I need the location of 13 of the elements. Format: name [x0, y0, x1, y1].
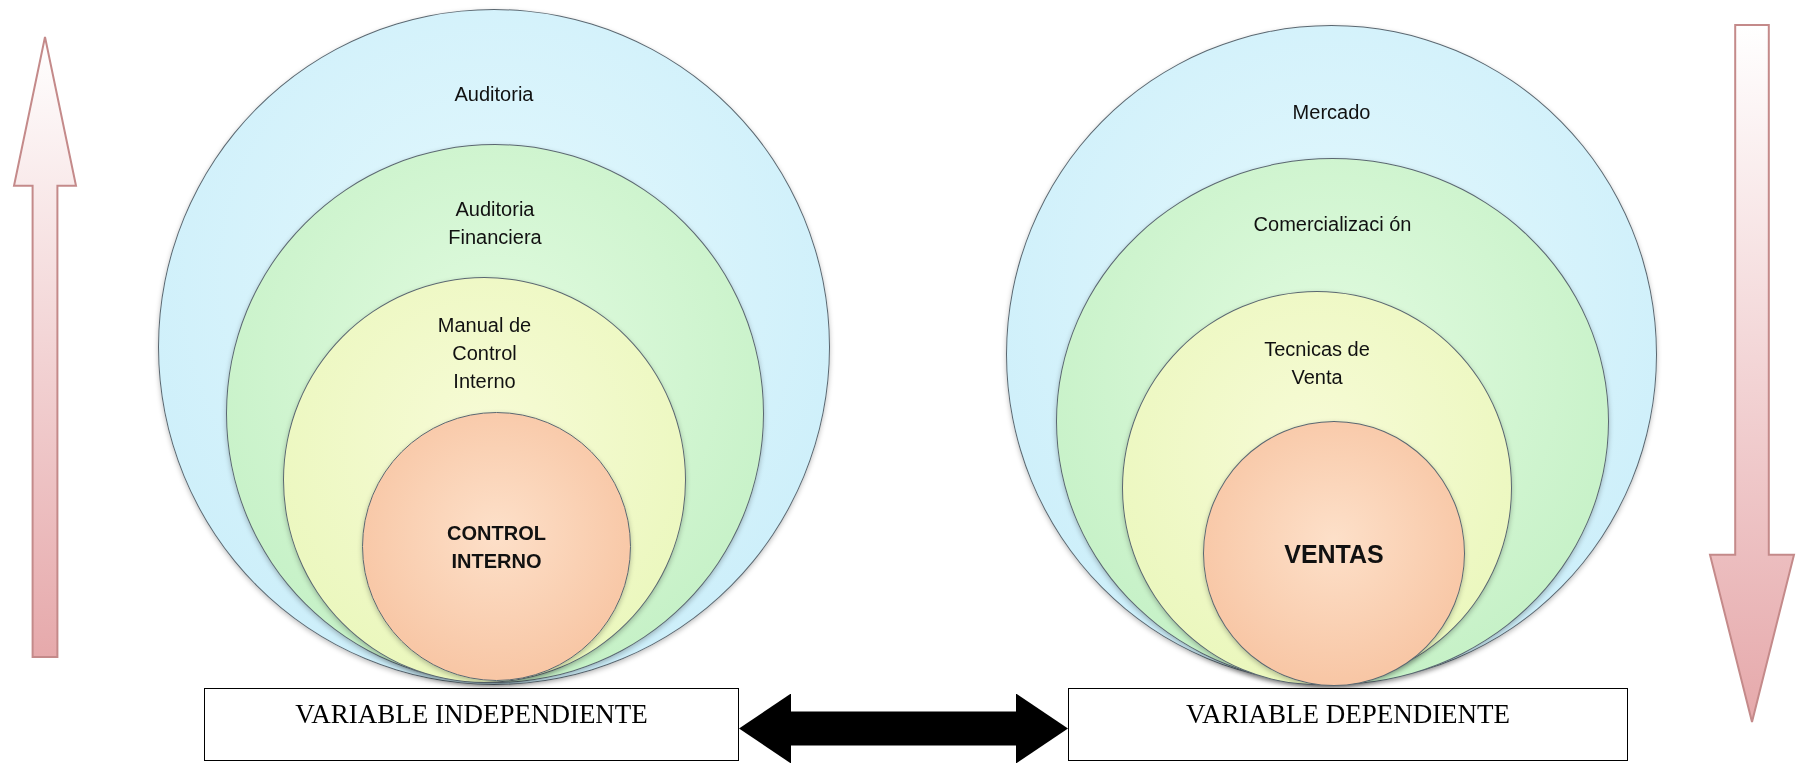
double-arrow	[739, 693, 1068, 763]
circle-label: CONTROL INTERNO	[446, 520, 547, 574]
circle-label: Manual de Control Interno	[436, 313, 533, 394]
circle-label: Tecnicas de Venta	[1263, 337, 1371, 390]
circle-label: Comercializaci ón	[1252, 212, 1413, 237]
label-box	[1068, 688, 1628, 761]
circle-label: VENTAS	[1283, 538, 1385, 569]
label-box	[204, 688, 739, 761]
box-label: VARIABLE DEPENDIENTE	[1185, 699, 1511, 730]
circle-label: Auditoria	[453, 82, 535, 107]
circle-label: Auditoria Financiera	[447, 197, 543, 250]
circle-label: Mercado	[1291, 100, 1372, 125]
box-label: VARIABLE INDEPENDIENTE	[295, 699, 648, 730]
